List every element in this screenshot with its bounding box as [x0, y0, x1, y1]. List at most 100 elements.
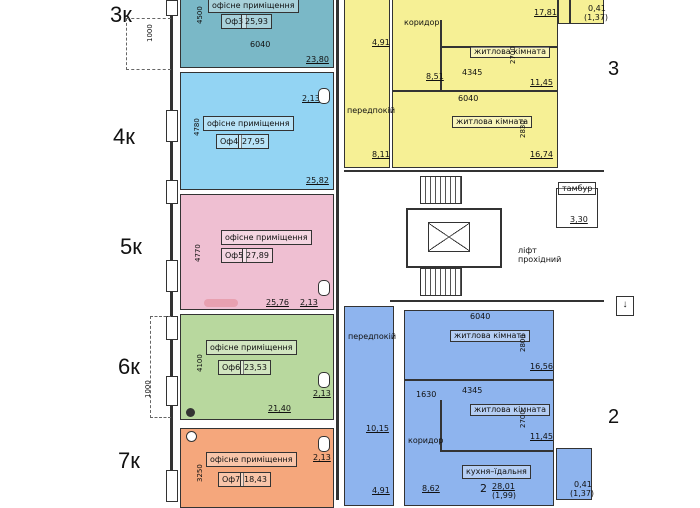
office-6k[interactable] [180, 314, 334, 420]
apt3-number: 3 [608, 58, 620, 80]
apt2-bath-area: 4,91 [372, 486, 390, 495]
office-4k-wc: 2,13 [302, 94, 320, 103]
office-6k-wc: 2,13 [313, 389, 331, 398]
office-3k-area: 25,93 [241, 14, 272, 29]
apt2-kitchen-area: 28,01 [492, 482, 515, 491]
unit-label-7k: 7к [118, 448, 140, 473]
apt3-hall[interactable] [344, 0, 390, 168]
apt2-hall-label: передпокій [348, 332, 397, 341]
toilet-icon [318, 372, 330, 388]
apt2-dim-6040: 6040 [470, 312, 491, 321]
toilet-icon [318, 436, 330, 452]
toilet-icon [318, 88, 330, 104]
office-6k-code: Оф6 [218, 360, 245, 375]
toilet-icon [318, 280, 330, 296]
core-wall-bottom [390, 300, 604, 302]
apt3-main[interactable] [392, 0, 558, 168]
dim-gap-left-2: 1000 [144, 380, 152, 398]
apt2-room1[interactable] [404, 310, 554, 380]
apt2-dim-4345: 4345 [462, 386, 483, 395]
lift-cabin-icon [428, 222, 470, 252]
apt3-balcony[interactable] [570, 0, 604, 24]
balcony-outline-left-bottom [150, 316, 171, 418]
apt3-corridor: коридор [404, 18, 440, 27]
office-6k-type: офісне приміщення [206, 340, 297, 355]
office-7k-code: Оф7 [218, 472, 245, 487]
apt3-dim-2830: 2830 [519, 120, 527, 138]
outer-wall-left [170, 0, 173, 500]
entrance-arrow-icon: ↓ [616, 296, 634, 316]
apt2-room1-area: 16,56 [530, 362, 553, 371]
marker-highlight [204, 299, 238, 307]
apt2-corridor-area: 8,62 [422, 484, 440, 493]
dim-gap-left-1: 1000 [146, 24, 154, 42]
apt2-room1-label: житлова кімната [450, 330, 531, 342]
apt2-number: 2 [608, 406, 620, 428]
apt2-balcony-value: 0,41 [574, 480, 592, 489]
apt3-hall-area: 8,11 [372, 150, 390, 159]
apt3-dim-6040: 6040 [458, 94, 479, 103]
apt3-bath-area: 4,91 [372, 38, 390, 47]
apt3-wall-v [440, 20, 442, 90]
apt2-wall-h [440, 450, 554, 452]
office-5k-type: офісне приміщення [221, 230, 312, 245]
apt2-room2-area: 11,45 [530, 432, 553, 441]
office-6k-height: 4100 [196, 354, 204, 372]
apt2-corridor-label: коридор [408, 436, 444, 445]
window [166, 260, 178, 292]
unit-label-5k: 5к [120, 234, 142, 259]
office-5k-code: Оф5 [221, 248, 248, 263]
apt2-balcony-coef: (1,37) [570, 489, 595, 498]
office-3k-code: Оф3 [221, 14, 248, 29]
office-5k-total: 25,76 [266, 298, 289, 307]
window [166, 0, 178, 16]
unit-label-4k: 4к [113, 124, 135, 149]
apt2-main[interactable] [404, 380, 554, 506]
office-7k-type: офісне приміщення [206, 452, 297, 467]
apt3-wall-h2 [442, 46, 558, 48]
apt3-balcony-coef: (1,37) [584, 13, 609, 22]
office-5k[interactable] [180, 194, 334, 310]
central-wall [336, 0, 339, 500]
office-7k-wc: 2,13 [313, 453, 331, 462]
office-3k[interactable] [180, 0, 334, 68]
apt3-corridor-area: 8,51 [426, 72, 444, 81]
apt3-room2: житлова кімната [452, 116, 533, 128]
apt2-kitchen-code: 2 [480, 482, 487, 495]
apt3-room1-area: 11,45 [530, 78, 553, 87]
core-wall-top [344, 170, 604, 172]
apt3-room1: житлова кімната [470, 46, 551, 58]
unit-label-6k: 6к [118, 354, 140, 379]
apt3-hall-label: передпокій [347, 106, 396, 115]
apt3-balcony-value: 0,41 [588, 4, 606, 13]
apt3-top-room[interactable] [558, 0, 570, 24]
office-5k-wc: 2,13 [300, 298, 318, 307]
office-5k-area: 27,89 [242, 248, 273, 263]
office-4k-code: Оф4 [216, 134, 243, 149]
core-tambur-label: тамбур [558, 182, 597, 195]
office-3k-type: офісне приміщення [208, 0, 299, 13]
office-7k-area: 18,43 [240, 472, 271, 487]
apt2-dim-2800: 2800 [519, 334, 527, 352]
stair-flight-bottom [420, 268, 462, 296]
balcony-outline-left-top [126, 18, 171, 70]
window [166, 470, 178, 502]
core-lift-label: ліфт прохідний [518, 246, 562, 264]
window [166, 376, 178, 406]
apt2-hall[interactable] [344, 306, 394, 506]
meter-icon [186, 408, 195, 417]
office-6k-total: 21,40 [268, 404, 291, 413]
apt3-top-area: 17,81 [534, 8, 557, 17]
apt2-hall-area: 10,15 [366, 424, 389, 433]
office-5k-height: 4770 [194, 244, 202, 262]
apt2-kitchen-label: кухня–їдальня [462, 465, 531, 479]
core-tambur-area: 3,30 [570, 215, 588, 224]
office-4k-area: 27,95 [238, 134, 269, 149]
apt3-room2-area: 16,74 [530, 150, 553, 159]
office-4k-type: офісне приміщення [203, 116, 294, 131]
office-4k-height: 4780 [193, 118, 201, 136]
stair-flight-top [420, 176, 462, 204]
apt3-dim-4345: 4345 [462, 68, 483, 77]
apt2-room2-label: житлова кімната [470, 404, 551, 416]
office-4k[interactable] [180, 72, 334, 190]
